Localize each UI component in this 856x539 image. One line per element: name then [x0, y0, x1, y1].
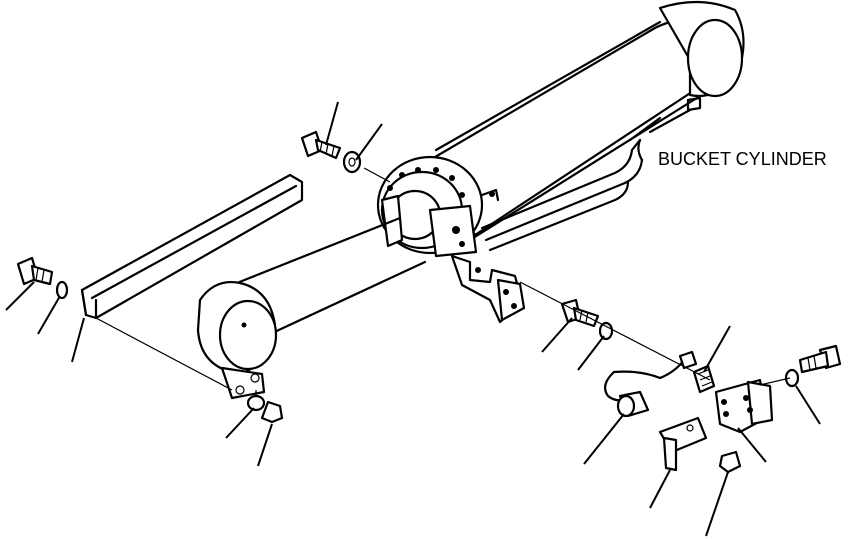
sensor-bracket — [450, 254, 526, 324]
piston-rod — [230, 216, 427, 337]
cylinder-head-flange — [376, 155, 500, 258]
upper-bolt-washer — [300, 130, 362, 174]
bucket-cylinder-label: BUCKET CYLINDER — [658, 149, 827, 169]
callout-leaders — [5, 101, 821, 537]
hydraulic-pipes — [480, 108, 692, 252]
right-bolt-washer — [784, 344, 842, 388]
sensor-plate-nut — [718, 450, 742, 474]
proximity-sensor-assembly — [603, 350, 716, 418]
angle-bar — [80, 173, 304, 320]
assembly-lines — [95, 167, 791, 396]
rear-clevis-eye — [658, 0, 745, 112]
rod-end-eye — [196, 281, 278, 400]
left-bolt-washer — [16, 256, 69, 300]
sensor-mount-plate — [658, 378, 774, 472]
